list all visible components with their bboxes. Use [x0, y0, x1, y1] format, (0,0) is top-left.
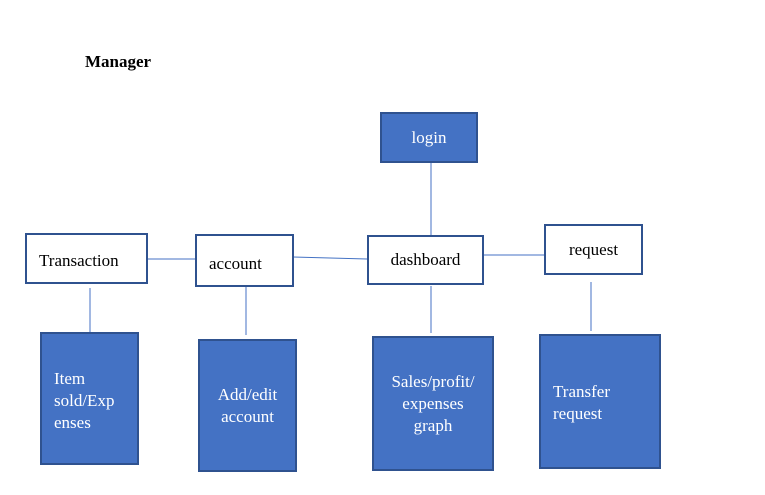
- item-sold-expenses-label: Item sold/Exp enses: [54, 369, 115, 432]
- connector-account-dashboard: [292, 256, 368, 260]
- dashboard-node: dashboard: [367, 235, 484, 285]
- diagram-title: Manager: [85, 52, 152, 71]
- sales-profit-expenses-graph-node: Sales/profit/ expenses graph: [372, 336, 494, 471]
- account-label: account: [209, 254, 262, 273]
- transaction-label: Transaction: [39, 251, 119, 270]
- add-edit-account-label: Add/edit account: [217, 384, 278, 426]
- sales-profit-expenses-graph-label: Sales/profit/ expenses graph: [391, 371, 475, 435]
- login-label: login: [411, 127, 447, 147]
- transfer-request-node: Transfer request: [539, 334, 661, 469]
- transaction-node: Transaction: [25, 233, 148, 284]
- transfer-request-label: Transfer request: [553, 382, 610, 423]
- add-edit-account-node: Add/edit account: [198, 339, 297, 472]
- dashboard-label: dashboard: [390, 250, 461, 269]
- request-node: request: [544, 224, 643, 275]
- login-node: login: [380, 112, 478, 163]
- account-node: account: [195, 234, 294, 287]
- item-sold-expenses-node: Item sold/Exp enses: [40, 332, 139, 465]
- request-label: request: [568, 239, 619, 259]
